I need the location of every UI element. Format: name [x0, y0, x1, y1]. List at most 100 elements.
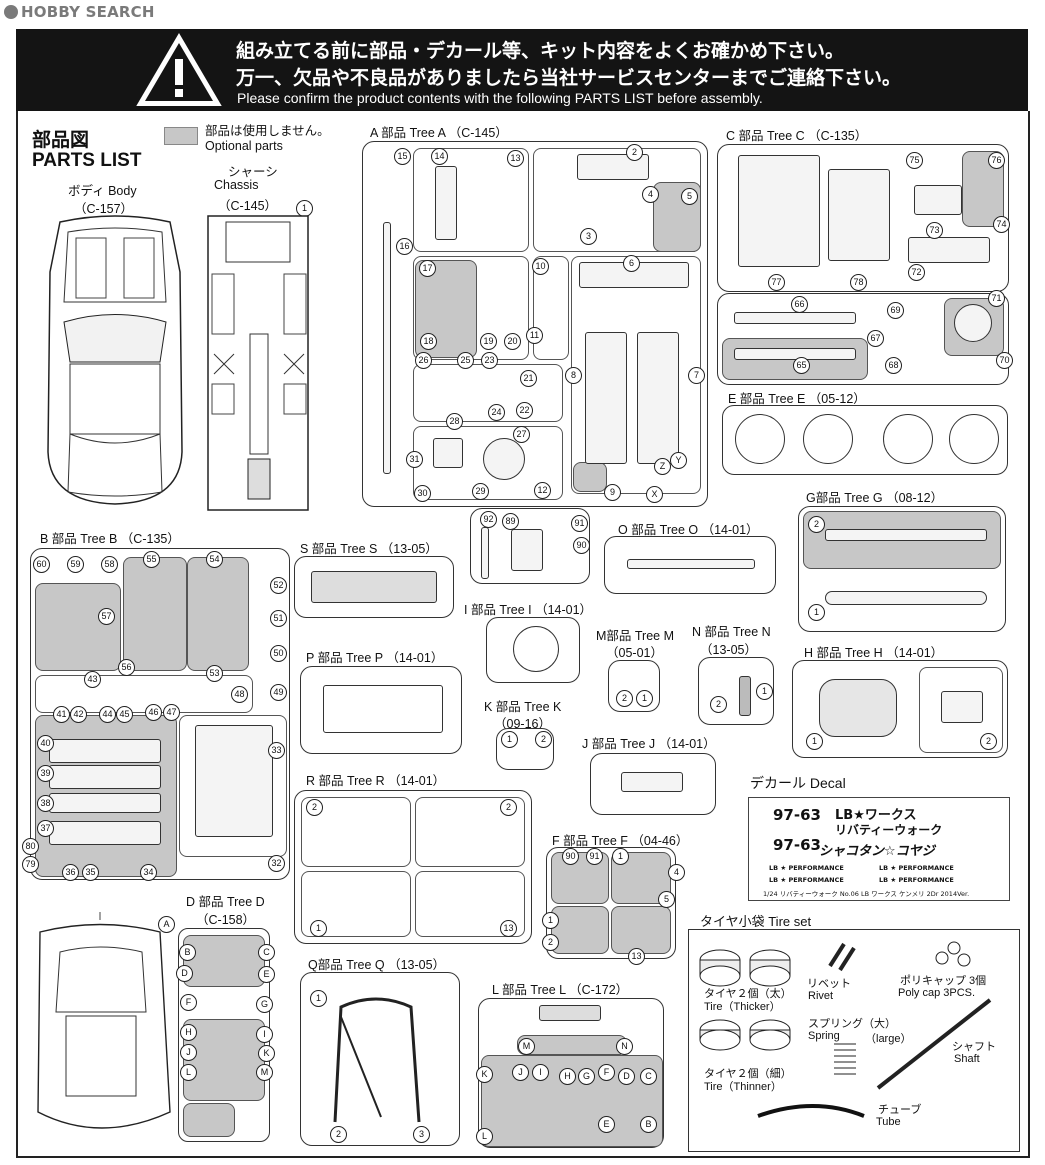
body-outline-drawing [37, 912, 171, 1129]
part-number: 4 [668, 864, 685, 881]
part-number: 3 [413, 1126, 430, 1143]
part-number: 91 [586, 848, 603, 865]
tree-a-label: A 部品 Tree A （C-145） [370, 126, 508, 140]
part-shape [435, 166, 457, 240]
part-number: 60 [33, 556, 50, 573]
part-number: 58 [101, 556, 118, 573]
part-number: 14 [431, 148, 448, 165]
tire-thin-jp: タイヤ２個（細） [704, 1068, 792, 1080]
part-number: 34 [140, 864, 157, 881]
part-number: 40 [37, 735, 54, 752]
tree-d-optional [183, 1103, 235, 1137]
part-number: 4 [642, 186, 659, 203]
part-number: 66 [791, 296, 808, 313]
part-shape [914, 185, 962, 215]
tree-p [300, 666, 462, 754]
part-number: 25 [457, 352, 474, 369]
part-number: 33 [268, 742, 285, 759]
part-number: 1 [310, 920, 327, 937]
spring-size: （large） [865, 1033, 912, 1045]
part-number: L [476, 1128, 493, 1145]
part-number: 2 [626, 144, 643, 161]
part-number: 65 [793, 357, 810, 374]
part-number: 74 [993, 216, 1010, 233]
part-shape [539, 1005, 601, 1021]
part-number: 2 [808, 516, 825, 533]
part-number: 26 [415, 352, 432, 369]
part-number: 29 [472, 483, 489, 500]
part-number: H [180, 1024, 197, 1041]
part-number: J [180, 1044, 197, 1061]
chassis-label-jp: シャーシ [228, 165, 278, 179]
chassis-drawing [207, 215, 309, 511]
hobby-search-logo: HOBBY SEARCH [4, 3, 155, 21]
part-number: 57 [98, 608, 115, 625]
decal-text-1: LB★ワークス [835, 808, 917, 823]
part-number: 23 [481, 352, 498, 369]
part-number: 1 [636, 690, 653, 707]
tree-f-label: F 部品 Tree F （04-46） [552, 834, 689, 848]
rivet-jp: リベット [807, 978, 851, 990]
part-number: 68 [885, 357, 902, 374]
part-number: 9 [604, 484, 621, 501]
part-number: 19 [480, 333, 497, 350]
part-number: 46 [145, 704, 162, 721]
part-number: M [256, 1064, 273, 1081]
part-number: 28 [446, 413, 463, 430]
part-number: 3 [580, 228, 597, 245]
tree-b-cell [35, 675, 253, 713]
tube-jp: チューブ [878, 1104, 922, 1116]
tree-b-optional [35, 583, 121, 671]
part-shape [483, 438, 525, 480]
warning-line-3: Please confirm the product contents with… [237, 90, 763, 106]
part-number: 2 [710, 696, 727, 713]
tree-m-label: M部品 Tree M [596, 629, 675, 643]
warning-line-2: 万一、欠品や不良品がありましたら当社サービスセンターまでご連絡下さい。 [236, 67, 902, 89]
part-number: 51 [270, 610, 287, 627]
tree-r [294, 790, 532, 944]
part-number: 67 [867, 330, 884, 347]
part-number: 5 [681, 188, 698, 205]
tree-n-label: N 部品 Tree N [692, 625, 771, 639]
part-shape [49, 793, 161, 813]
tree-l-label: L 部品 Tree L （C-172） [492, 983, 629, 997]
tire-thick-jp: タイヤ２個（太） [704, 988, 792, 1000]
part-number: 42 [70, 706, 87, 723]
tree-k-label: K 部品 Tree K [484, 700, 562, 714]
part-number: B [640, 1116, 657, 1133]
part-shape [738, 155, 820, 267]
part-number: 1 [806, 733, 823, 750]
tree-f-optional [551, 906, 609, 954]
tree-g [798, 506, 1006, 632]
steering-wheel-shape [513, 626, 559, 672]
tree-m [608, 660, 660, 712]
part-number: 31 [406, 451, 423, 468]
part-number: 54 [206, 551, 223, 568]
part-number: 45 [116, 706, 133, 723]
part-number: G [578, 1068, 595, 1085]
tree-d-code: （C-158） [196, 913, 256, 927]
part-number: 10 [532, 258, 549, 275]
decal-plate-2: 97-63 [773, 836, 821, 854]
part-number: K [258, 1045, 275, 1062]
tree-j-label: J 部品 Tree J （14-01） [582, 737, 716, 751]
part-number: 80 [22, 838, 39, 855]
part-number: F [598, 1064, 615, 1081]
part-number: 18 [420, 333, 437, 350]
part-number: 1 [542, 912, 559, 929]
part-number: C [640, 1068, 657, 1085]
part-number: 2 [980, 733, 997, 750]
tree-p-label: P 部品 Tree P （14-01） [306, 651, 444, 665]
part-shape [49, 739, 161, 763]
tree-g-label: G部品 Tree G （08-12） [806, 491, 944, 505]
body-code: （C-157） [74, 202, 134, 216]
decal-perf-3: LB ★ PERFORMANCE [769, 876, 844, 884]
tree-f-optional [611, 906, 671, 954]
part-shape [825, 529, 987, 541]
part-number: 50 [270, 645, 287, 662]
tree-q [300, 972, 460, 1146]
part-number: 15 [394, 148, 411, 165]
part-number: B [179, 944, 196, 961]
part-shape [637, 332, 679, 464]
part-number: D [618, 1068, 635, 1085]
